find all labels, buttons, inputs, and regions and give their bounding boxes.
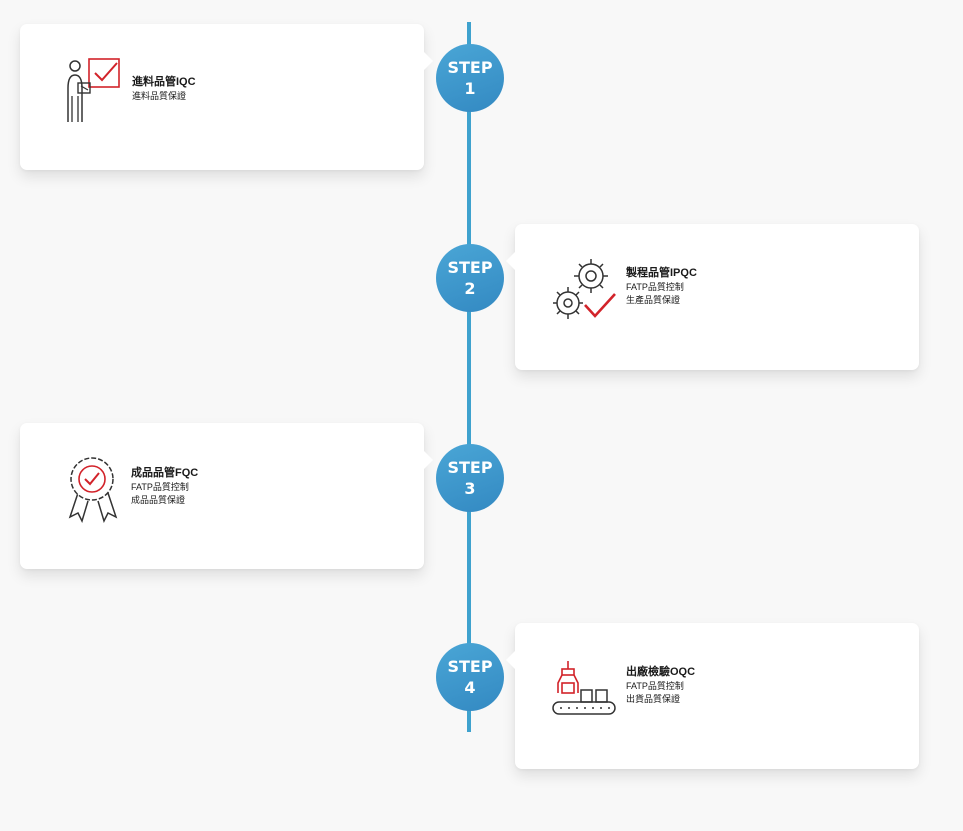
step-1-number: 1 [464,79,476,98]
step-4-text: 出廠檢驗OQC FATP品質控制 出貨品質保證 [626,665,695,706]
certified-badge-icon [68,457,118,523]
step-2-line-1: FATP品質控制 [626,282,684,292]
step-3-card: 成品品管FQC FATP品質控制 成品品質保證 [20,423,433,569]
step-2-number: 2 [464,279,476,298]
step-3-title: 成品品管FQC [131,467,199,479]
step-1-label: STEP [447,58,493,77]
step-4-label: STEP [447,657,493,676]
step-4-number: 4 [464,678,476,697]
step-2-line-2: 生產品質保證 [626,295,681,305]
step-1-circle: STEP 1 [436,44,504,112]
step-1-text: 進料品管IQC 進料品質保證 [132,75,196,103]
step-1-card: 進料品管IQC 進料品質保證 [20,24,433,170]
gears-check-icon [553,259,616,319]
step-3-label: STEP [447,458,493,477]
step-2-card: 製程品管IPQC FATP品質控制 生產品質保證 [506,224,919,370]
step-2-label: STEP [447,258,493,277]
step-3-text: 成品品管FQC FATP品質控制 成品品質保證 [131,466,198,507]
step-1-line-1: 進料品質保證 [132,91,187,101]
step-3-line-1: FATP品質控制 [131,482,189,492]
conveyor-robot-icon [552,661,616,715]
step-2-text: 製程品管IPQC FATP品質控制 生產品質保證 [626,266,697,307]
timeline-line [467,22,471,732]
step-4-circle: STEP 4 [436,643,504,711]
inspector-checklist-icon [67,58,120,122]
step-2-circle: STEP 2 [436,244,504,312]
step-4-line-2: 出貨品質保證 [626,694,681,704]
step-1-title: 進料品管IQC [132,76,196,88]
step-4-card: 出廠檢驗OQC FATP品質控制 出貨品質保證 [506,623,919,769]
step-4-line-1: FATP品質控制 [626,681,684,691]
step-3-line-2: 成品品質保證 [131,495,186,505]
step-2-title: 製程品管IPQC [626,267,697,279]
step-3-number: 3 [464,479,476,498]
step-3-circle: STEP 3 [436,444,504,512]
step-4-title: 出廠檢驗OQC [626,666,696,678]
